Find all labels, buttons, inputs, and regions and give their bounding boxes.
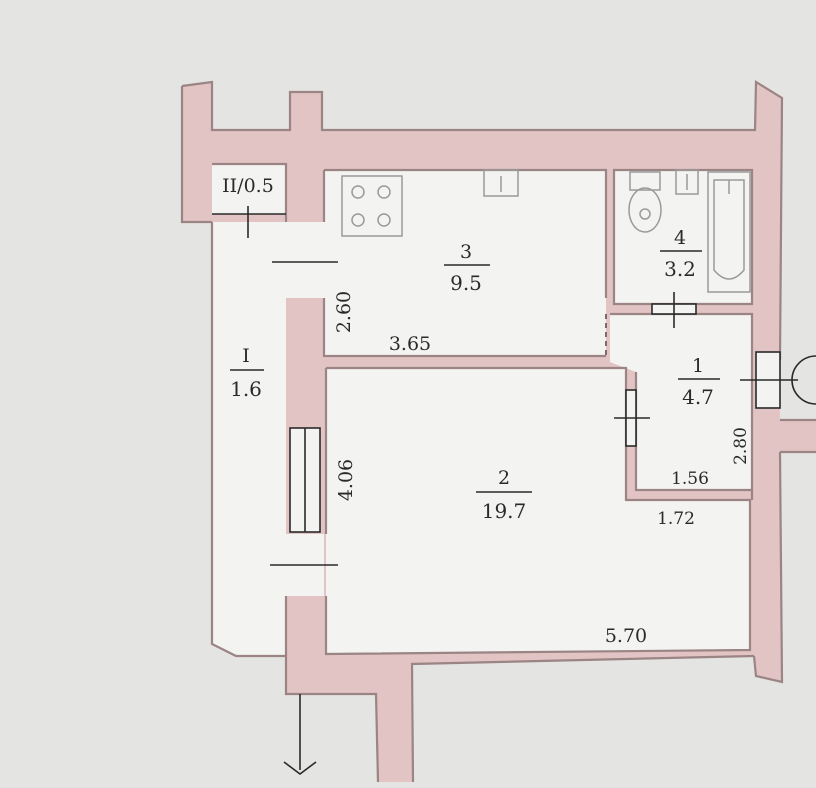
openings [212,206,816,775]
dim-kitchen-width: 3.65 [389,333,431,355]
outline-hall [610,312,754,500]
dim-living-height: 4.06 [335,459,357,501]
kitchen-number: 3 [460,241,472,263]
loggia-area: 1.6 [230,377,262,401]
fixtures [341,169,751,293]
outline-right [752,418,816,684]
labels: II/0.5 I 1.6 3 9.5 4 3.2 1 4.7 2 19.7 2.… [222,175,751,647]
dim-hall-outer: 1.72 [657,509,695,529]
exit-arrow [283,761,317,775]
dim-kitchen-height: 2.60 [333,291,355,333]
dim-living-width: 5.70 [605,625,647,647]
closet-floor [212,164,286,214]
bathroom-area: 3.2 [664,257,696,281]
door-closet-kitchen [286,222,324,298]
outline-loggia [210,222,286,658]
bathroom-number: 4 [674,227,686,249]
outline-outer [181,80,784,361]
bathroom-sink-icon [675,169,699,195]
kitchen-sink-icon [483,169,519,197]
living-floor [326,368,750,654]
loggia-number: I [242,345,250,367]
dim-hall-inner: 1.56 [671,469,709,489]
bathroom-floor [614,170,752,304]
wall-outlines [180,80,816,783]
living-area: 19.7 [482,499,527,523]
living-number: 2 [498,467,510,489]
hall-number: 1 [692,355,704,377]
toilet-icon [628,171,662,233]
outline-living [324,366,752,656]
room-floors [212,164,752,656]
outline-bath [612,168,754,306]
kitchen-floor [324,170,606,356]
hall-area: 4.7 [682,385,714,409]
dim-hall-height: 2.80 [731,427,751,465]
kitchen-area: 9.5 [450,271,482,295]
bathtub-icon [707,171,751,293]
outline-bottom [284,596,755,783]
closet-label: II/0.5 [222,175,274,197]
hall-floor [610,314,752,490]
stove-icon [341,175,403,237]
outline-closet [180,86,288,224]
entrance-door-arc [791,355,816,405]
loggia-floor [212,222,286,656]
outline-kitchen [322,168,608,358]
